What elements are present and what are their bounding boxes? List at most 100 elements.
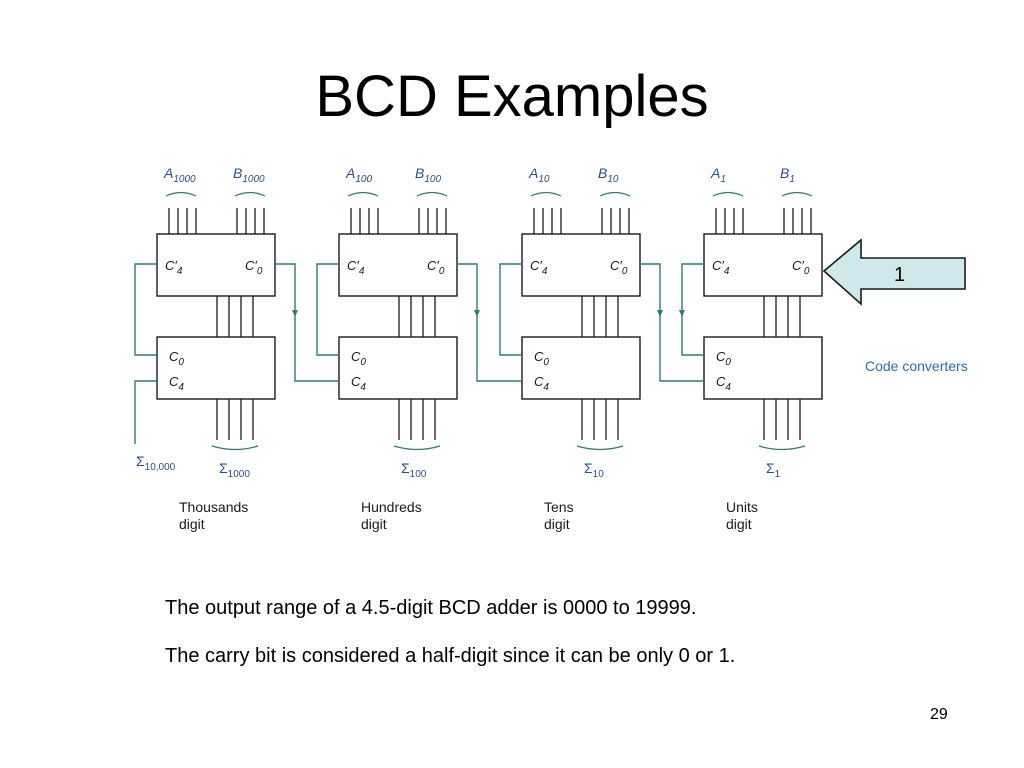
adder-block [703, 233, 823, 297]
page-number: 29 [930, 706, 948, 723]
input-b-brace [234, 191, 266, 197]
output-brace [576, 445, 624, 451]
input-b-label: B1000 [233, 165, 265, 185]
adder-block [521, 233, 641, 297]
converter-carry-in-label-base: C [716, 349, 726, 364]
converter-carry-in-label: C0 [534, 349, 549, 368]
sum-output-label: Σ1 [766, 460, 781, 480]
input-a-label: A1 [710, 165, 726, 185]
input-a-label-subscript: 1 [720, 174, 726, 185]
input-b-brace [781, 191, 813, 197]
input-a-label-base: A [528, 165, 538, 181]
adder-block [156, 233, 276, 297]
converter-carry-out-label-subscript: 4 [725, 382, 731, 393]
converter-carry-out-label-base: C [351, 374, 361, 389]
sum-output-label-subscript: 1000 [228, 469, 251, 480]
input-b-label-base: B [598, 165, 607, 181]
digit-name-line2: digit [361, 516, 387, 532]
converter-carry-out-label: C4 [534, 374, 549, 393]
carry-out-label-base: C′ [347, 258, 359, 273]
converter-carry-out-label: C4 [169, 374, 184, 393]
adder-block [338, 233, 458, 297]
converter-carry-out-label-base: C [716, 374, 726, 389]
input-a-label: A1000 [163, 165, 196, 185]
carry-junction-arrow [474, 310, 480, 317]
slide-title: BCD Examples [315, 64, 709, 129]
carry-out-label: C′4 [165, 258, 183, 277]
input-b-label-subscript: 1000 [242, 174, 265, 185]
units-carry-arrow [679, 310, 685, 317]
input-b-label-subscript: 1 [789, 174, 795, 185]
callout-value: 1 [894, 264, 905, 286]
inter-stage-carry [275, 263, 339, 382]
digit-name-line2: digit [544, 516, 570, 532]
carry-route-internal [316, 263, 339, 356]
converter-block [703, 336, 823, 400]
digit-name-line1: Units [726, 499, 758, 515]
digit-name-line1: Thousands [179, 499, 248, 515]
sum-output-label-subscript: 10 [593, 469, 605, 480]
carry-in-arrow-callout [822, 238, 966, 306]
carry-in-label-subscript: 0 [804, 266, 810, 277]
carry-in-label-base: C′ [792, 258, 804, 273]
converter-carry-in-label: C0 [351, 349, 366, 368]
converter-carry-out-label: C4 [716, 374, 731, 393]
sum-output-label: Σ10 [584, 460, 604, 480]
converter-carry-out-label-base: C [534, 374, 544, 389]
converter-carry-out-label-subscript: 4 [543, 382, 549, 393]
final-carry-label: Σ10,000 [136, 453, 176, 473]
converter-carry-in-label-base: C [534, 349, 544, 364]
digit-name-line2: digit [726, 516, 752, 532]
input-b-label-subscript: 10 [607, 174, 619, 185]
inter-stage-carry [640, 263, 704, 382]
output-brace [758, 445, 806, 451]
carry-in-label: C′0 [610, 258, 628, 277]
input-a-brace [347, 191, 379, 197]
final-carry-label-base: Σ [136, 453, 145, 469]
converter-carry-in-label-subscript: 0 [543, 357, 549, 368]
carry-in-label-subscript: 0 [622, 266, 628, 277]
carry-in-label: C′0 [792, 258, 810, 277]
carry-junction-arrow [657, 310, 663, 317]
converter-carry-in-label: C0 [716, 349, 731, 368]
converter-block [338, 336, 458, 400]
sum-output-label-base: Σ [401, 460, 410, 476]
input-a-label-base: A [163, 165, 173, 181]
carry-junction-arrow [292, 310, 298, 317]
sum-output-label-base: Σ [766, 460, 775, 476]
converter-carry-in-label-subscript: 0 [360, 357, 366, 368]
digit-name-line1: Tens [544, 499, 574, 515]
output-brace [393, 445, 441, 451]
input-b-label-base: B [780, 165, 789, 181]
converter-carry-in-label-base: C [169, 349, 179, 364]
input-a-brace [165, 191, 197, 197]
carry-in-label: C′0 [427, 258, 445, 277]
carry-out-label: C′4 [347, 258, 365, 277]
converter-block [156, 336, 276, 400]
sum-output-label-subscript: 100 [410, 469, 427, 480]
carry-in-label-subscript: 0 [439, 266, 445, 277]
input-b-label: B10 [598, 165, 619, 185]
input-a-label-subscript: 100 [355, 174, 372, 185]
carry-in-label-base: C′ [245, 258, 257, 273]
carry-in-label: C′0 [245, 258, 263, 277]
caption-output-range: The output range of a 4.5-digit BCD adde… [165, 597, 697, 619]
carry-out-label-subscript: 4 [359, 266, 365, 277]
carry-route-internal [681, 263, 704, 356]
code-converters-label: Code converters [865, 358, 968, 374]
carry-route-internal [499, 263, 522, 356]
converter-carry-in-label-subscript: 0 [725, 357, 731, 368]
input-a-label-base: A [345, 165, 355, 181]
converter-block [521, 336, 641, 400]
converter-carry-in-label: C0 [169, 349, 184, 368]
caption-half-digit: The carry bit is considered a half-digit… [165, 645, 736, 667]
input-a-brace [712, 191, 744, 197]
carry-out-label-base: C′ [712, 258, 724, 273]
carry-in-label-subscript: 0 [257, 266, 263, 277]
input-a-label: A100 [345, 165, 372, 185]
input-b-label-base: B [233, 165, 242, 181]
